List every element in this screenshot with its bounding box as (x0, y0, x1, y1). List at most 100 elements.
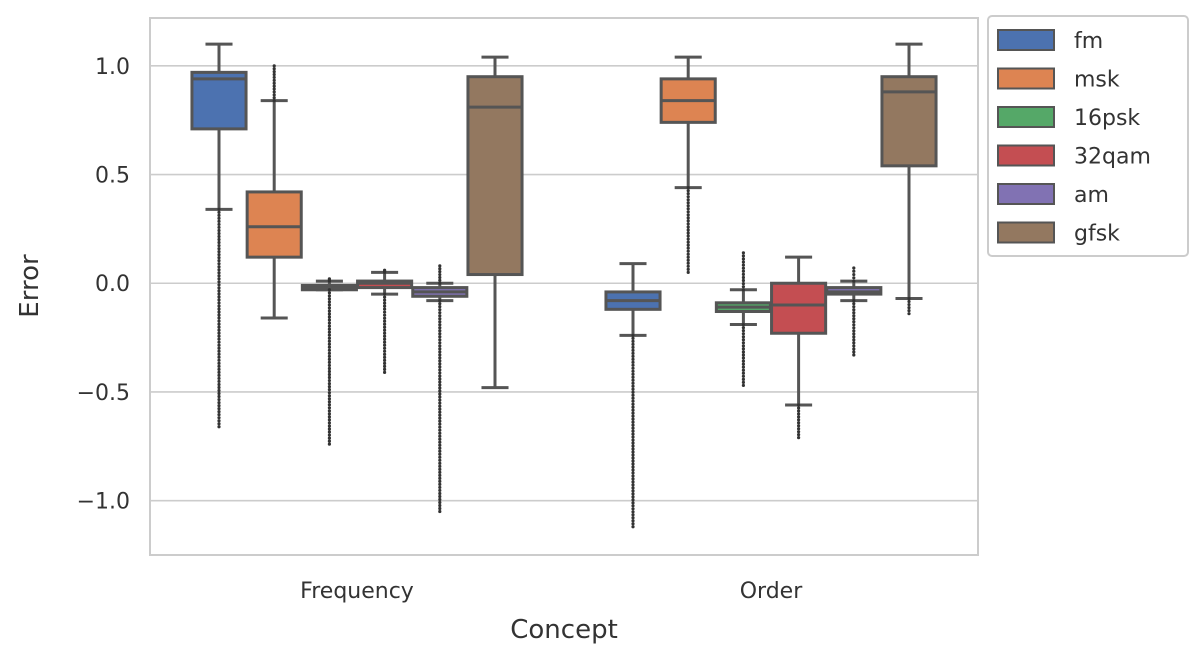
flier-point (383, 370, 387, 374)
flier-point (631, 333, 635, 338)
flier-point (383, 337, 387, 341)
flier-point (907, 312, 911, 316)
flier-point (327, 403, 331, 407)
flier-point (217, 307, 221, 311)
plot-frame (149, 17, 979, 556)
flier-point (631, 342, 635, 346)
flier-point (217, 298, 221, 302)
flier-point (217, 249, 221, 254)
flier-point (272, 75, 276, 80)
flier-point (438, 503, 442, 508)
flier-point (741, 254, 746, 258)
flier-point (631, 420, 635, 424)
flier-point (438, 413, 442, 417)
flier-point (852, 311, 856, 315)
flier-point (741, 371, 746, 375)
flier-point (686, 210, 690, 214)
flier-point (327, 315, 331, 319)
legend-swatch-16psk (997, 106, 1055, 128)
flier-point (327, 327, 331, 331)
flier-point (327, 357, 331, 361)
flier-point (631, 444, 635, 448)
flier-point (686, 213, 690, 217)
flier-point (327, 415, 331, 419)
flier-point (686, 222, 690, 226)
flier-point (217, 207, 221, 211)
flier-point (438, 308, 442, 312)
flier-point (217, 262, 221, 266)
flier-point (631, 495, 635, 499)
box-msk-order (659, 55, 717, 274)
flier-point (686, 264, 690, 268)
flier-point (686, 228, 690, 232)
flier-point (852, 326, 856, 330)
flier-point (631, 459, 635, 463)
flier-point (631, 507, 635, 511)
flier-point (686, 231, 690, 235)
flier-point (631, 489, 635, 493)
flier-point (217, 225, 221, 230)
flier-point (327, 430, 331, 434)
flier-point (217, 265, 221, 269)
flier-point (631, 510, 635, 514)
flier-point (631, 519, 635, 523)
flier-point (631, 366, 635, 370)
flier-point (217, 237, 221, 242)
box-32qam-frequency (356, 268, 414, 374)
flier-point (907, 296, 911, 301)
flier-point (217, 219, 221, 223)
flier-point (741, 356, 746, 360)
flier-point (217, 234, 221, 239)
flier-point (438, 311, 442, 315)
flier-point (741, 260, 746, 264)
flier-point (383, 358, 387, 362)
flier-point (438, 422, 442, 426)
flier-point (631, 369, 635, 373)
flier-point (852, 269, 856, 273)
flier-point (741, 322, 746, 327)
flier-point (272, 64, 276, 68)
flier-point (327, 442, 331, 446)
x-axis-label: Concept (510, 615, 618, 645)
flier-point (217, 397, 221, 402)
flier-point (438, 485, 442, 490)
flier-point (686, 192, 690, 196)
flier-point (327, 303, 331, 307)
flier-point (438, 452, 442, 456)
flier-point (383, 349, 387, 353)
box-am-frequency (411, 264, 469, 514)
flier-point (438, 270, 442, 274)
flier-point (327, 369, 331, 374)
flier-point (631, 465, 635, 469)
flier-point (438, 449, 442, 453)
flier-point (272, 70, 276, 74)
flier-point (741, 285, 746, 289)
flier-point (438, 374, 442, 378)
flier-point (686, 258, 690, 262)
flier-point (741, 347, 746, 351)
flier-point (383, 298, 387, 302)
flier-point (217, 373, 221, 377)
flier-point (686, 267, 690, 271)
flier-point (217, 385, 221, 390)
flier-point (686, 252, 690, 256)
flier-point (383, 325, 387, 329)
flier-point (438, 401, 442, 405)
flier-point (631, 375, 635, 379)
flier-point (631, 354, 635, 358)
flier-point (217, 292, 221, 296)
flier-point (327, 300, 331, 304)
flier-point (217, 283, 221, 287)
y-tick-labels: 1.00.50.0−0.5−1.0 (77, 55, 130, 515)
flier-point (327, 354, 331, 358)
flier-point (327, 406, 331, 410)
flier-point (217, 271, 221, 275)
flier-point (217, 410, 221, 414)
legend-swatch-am (997, 183, 1055, 205)
flier-point (327, 360, 331, 365)
flier-point (438, 281, 442, 285)
flier-point (797, 430, 801, 434)
flier-point (631, 393, 635, 397)
flier-point (438, 365, 442, 369)
flier-point (438, 317, 442, 321)
